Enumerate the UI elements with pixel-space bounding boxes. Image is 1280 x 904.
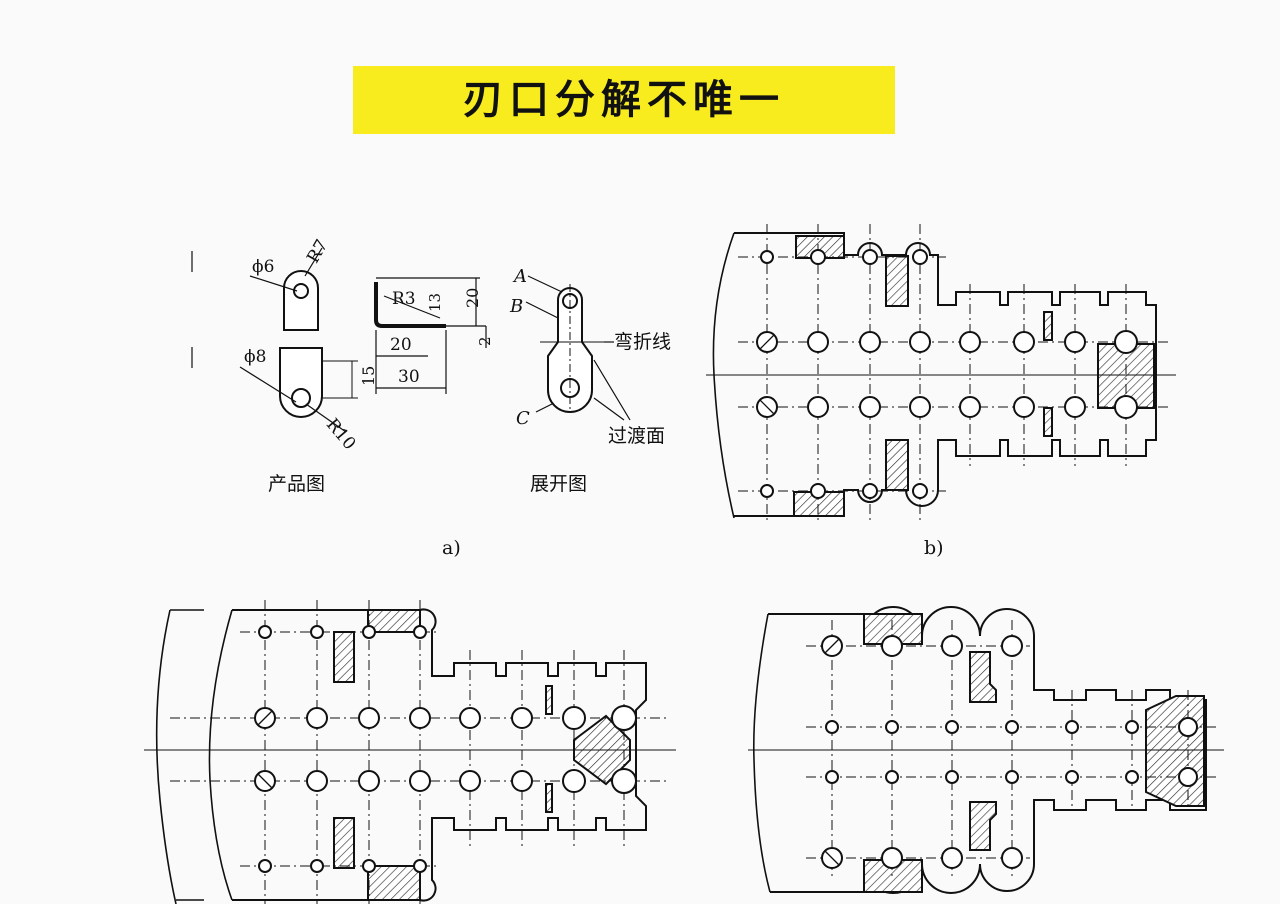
label-c: C (516, 408, 530, 429)
label-b: B (509, 296, 523, 317)
caption-b: b) (924, 537, 944, 559)
dim-15: 15 (359, 366, 378, 386)
dim-r10: R10 (322, 415, 359, 454)
dim-phi6: ϕ6 (252, 257, 274, 277)
dim-r3: R3 (392, 289, 416, 309)
dim-phi8: ϕ8 (244, 347, 266, 367)
figure-d-strip-layout (748, 606, 1224, 894)
label-bend-line: 弯折线 (614, 331, 671, 353)
caption-unfold: 展开图 (530, 473, 587, 495)
dim-13: 13 (426, 293, 444, 312)
caption-product: 产品图 (268, 473, 325, 495)
label-transition: 过渡面 (608, 425, 665, 447)
dim-r7: R7 (303, 236, 332, 266)
page-title: 刃口分解不唯一 (463, 77, 785, 123)
figure-c-strip-layout (144, 600, 676, 904)
figure-a-side-view (374, 277, 487, 394)
title-banner: 刃口分解不唯一 (353, 66, 895, 134)
dim-20-horizontal: 20 (390, 335, 412, 355)
figure-a-unfold-view (525, 275, 631, 421)
figure-b-strip-layout (706, 224, 1176, 524)
dim-30: 30 (398, 367, 420, 387)
dim-2: 2 (476, 336, 494, 346)
caption-a: a) (442, 537, 461, 559)
dim-20: 20 (463, 288, 482, 308)
figure-a-product-view (191, 247, 358, 433)
label-a: A (512, 266, 527, 287)
